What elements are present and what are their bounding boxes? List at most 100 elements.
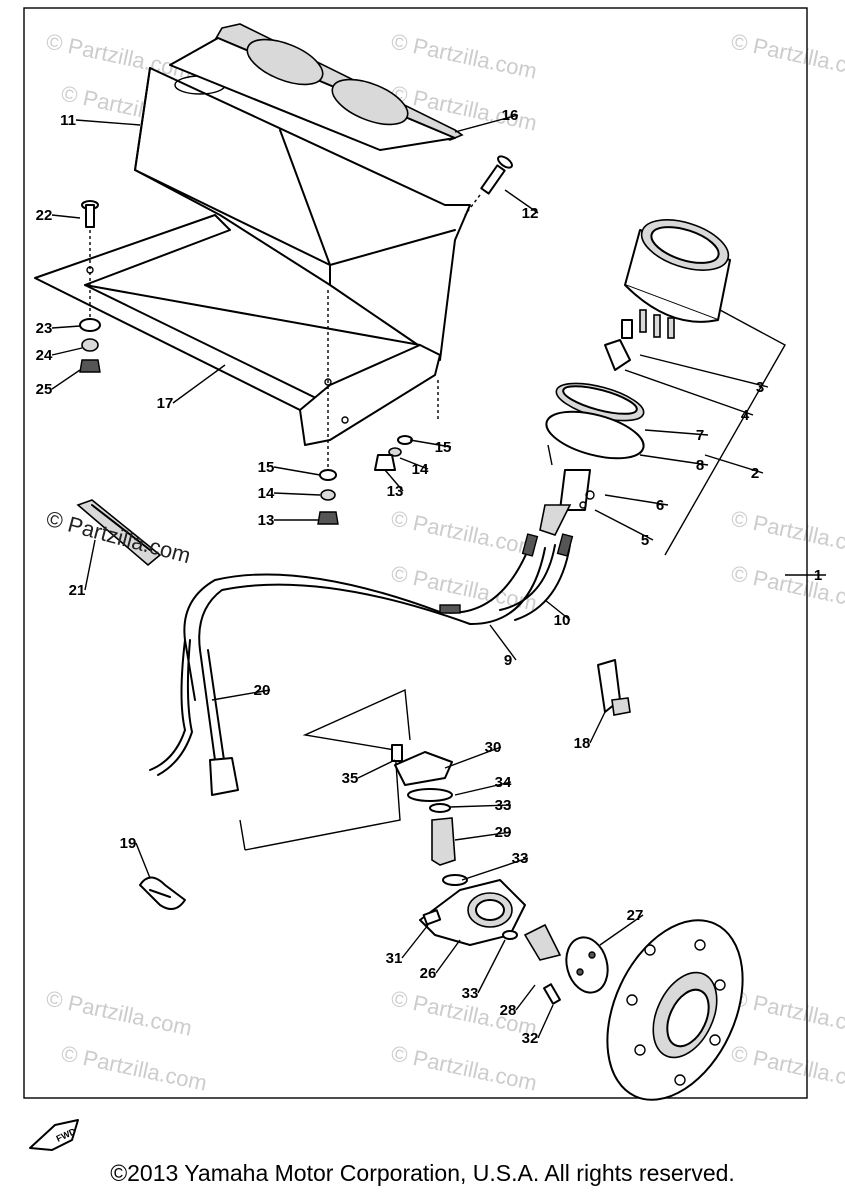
watermark-text: © Partzilla.com xyxy=(729,28,845,83)
leader-line-13b xyxy=(384,469,404,492)
cable-20-drawing xyxy=(149,639,411,851)
leader-line-20 xyxy=(211,689,271,701)
part-label-16[interactable]: 16 xyxy=(502,107,519,124)
part-label-24[interactable]: 24 xyxy=(36,347,53,364)
part-label-11[interactable]: 11 xyxy=(60,112,76,129)
part-label-27[interactable]: 27 xyxy=(627,907,644,924)
cables-drawing xyxy=(183,533,574,701)
leader-line-22 xyxy=(51,214,81,219)
watermark-text: © Partzilla.com xyxy=(59,1040,209,1095)
part-label-31[interactable]: 31 xyxy=(386,950,403,967)
leader-line-25 xyxy=(51,369,81,390)
leader-line-21 xyxy=(84,539,96,591)
part-label-25[interactable]: 25 xyxy=(36,381,53,398)
watermark-text: © Partzilla.com xyxy=(729,985,845,1040)
part-label-33a[interactable]: 33 xyxy=(495,797,512,814)
part-label-14a[interactable]: 14 xyxy=(258,485,275,502)
bolt-12-drawing xyxy=(464,155,513,216)
watermark-text: © Partzilla.com xyxy=(729,560,845,615)
part-label-13b[interactable]: 13 xyxy=(387,483,404,500)
leader-line-29 xyxy=(454,831,512,841)
part-label-28[interactable]: 28 xyxy=(500,1002,517,1019)
part-label-17[interactable]: 17 xyxy=(157,395,174,412)
part-label-3[interactable]: 3 xyxy=(756,379,764,396)
part-number-labels: 1234567891011121313141415151617181920212… xyxy=(36,107,823,1047)
speedometer-drawing xyxy=(539,219,731,536)
front-arrow: FWD xyxy=(29,1119,79,1151)
part-label-23[interactable]: 23 xyxy=(36,320,53,337)
bolt-22-stack-drawing xyxy=(79,200,101,373)
leader-line-7 xyxy=(644,429,709,436)
bracket-drawing xyxy=(34,214,441,446)
part-label-2[interactable]: 2 xyxy=(751,465,759,482)
part-label-33b[interactable]: 33 xyxy=(512,850,529,867)
watermark-text: © Partzilla.com xyxy=(389,1040,539,1095)
part-label-26[interactable]: 26 xyxy=(420,965,437,982)
part-label-32[interactable]: 32 xyxy=(522,1030,539,1047)
part-label-19[interactable]: 19 xyxy=(120,835,137,852)
leader-line-15a xyxy=(273,466,321,476)
part-label-33c[interactable]: 33 xyxy=(462,985,479,1002)
nut-stack-drawing xyxy=(317,290,439,525)
leader-line-16 xyxy=(454,114,519,133)
watermark-text: © Partzilla.com xyxy=(389,505,539,560)
part-label-6[interactable]: 6 xyxy=(656,497,664,514)
leader-line-14a xyxy=(273,492,321,496)
part-label-35[interactable]: 35 xyxy=(342,770,359,787)
leader-line-17 xyxy=(172,364,226,404)
leader-line-18 xyxy=(589,711,606,744)
watermark-text: © Partzilla.com xyxy=(729,505,845,560)
part-label-22[interactable]: 22 xyxy=(36,207,53,224)
part-label-13a[interactable]: 13 xyxy=(258,512,275,529)
leader-line-5 xyxy=(594,509,654,541)
diagram-frame xyxy=(23,7,808,1099)
leader-line-15b xyxy=(409,439,452,448)
meter-cover-drawing xyxy=(134,67,471,361)
part-label-4[interactable]: 4 xyxy=(741,407,750,424)
clip-18-drawing xyxy=(597,659,631,716)
part-label-30[interactable]: 30 xyxy=(485,739,502,756)
part-label-34[interactable]: 34 xyxy=(495,774,512,791)
leader-line-33c xyxy=(477,939,506,994)
part-label-18[interactable]: 18 xyxy=(574,735,591,752)
leader-lines xyxy=(51,114,826,1039)
leader-line-2 xyxy=(704,454,764,474)
part-label-8[interactable]: 8 xyxy=(696,457,704,474)
leader-line-10 xyxy=(544,599,571,621)
part-label-20[interactable]: 20 xyxy=(254,682,271,699)
watermark-text: © Partzilla.com xyxy=(44,28,194,83)
leader-line-19 xyxy=(135,842,151,879)
part-label-9[interactable]: 9 xyxy=(504,652,512,669)
assembly-bracket-drawing xyxy=(664,309,808,576)
leader-line-9 xyxy=(489,624,517,661)
part-label-15b[interactable]: 15 xyxy=(435,439,452,456)
gear-housing-drawing xyxy=(391,744,609,1005)
part-label-15a[interactable]: 15 xyxy=(258,459,275,476)
wheel-hub-drawing xyxy=(606,919,744,1101)
leader-line-32 xyxy=(537,1004,554,1039)
leader-line-12 xyxy=(504,189,539,214)
leader-line-11 xyxy=(75,119,141,126)
watermark-text: © Partzilla.com xyxy=(389,28,539,83)
leader-line-6 xyxy=(604,494,669,506)
leader-line-33a xyxy=(449,804,512,808)
leader-line-27 xyxy=(599,914,644,946)
part-label-5[interactable]: 5 xyxy=(641,532,649,549)
copyright-notice: ©2013 Yamaha Motor Corporation, U.S.A. A… xyxy=(110,1160,735,1186)
leader-line-4 xyxy=(624,369,754,416)
leader-line-24 xyxy=(51,347,83,356)
leader-line-33b xyxy=(461,857,529,881)
part-label-10[interactable]: 10 xyxy=(554,612,571,629)
part-label-21[interactable]: 21 xyxy=(69,582,86,599)
part-label-14b[interactable]: 14 xyxy=(412,461,429,478)
part-label-1[interactable]: 1 xyxy=(814,567,822,584)
leader-line-23 xyxy=(51,325,81,329)
part-label-12[interactable]: 12 xyxy=(522,205,539,222)
leader-line-14b xyxy=(399,457,429,470)
overlay-watermark: © Partzilla.com xyxy=(44,506,194,569)
watermark-text: © Partzilla.com xyxy=(44,985,194,1040)
leader-line-30 xyxy=(444,746,502,769)
part-label-29[interactable]: 29 xyxy=(495,824,512,841)
part-label-7[interactable]: 7 xyxy=(696,427,704,444)
